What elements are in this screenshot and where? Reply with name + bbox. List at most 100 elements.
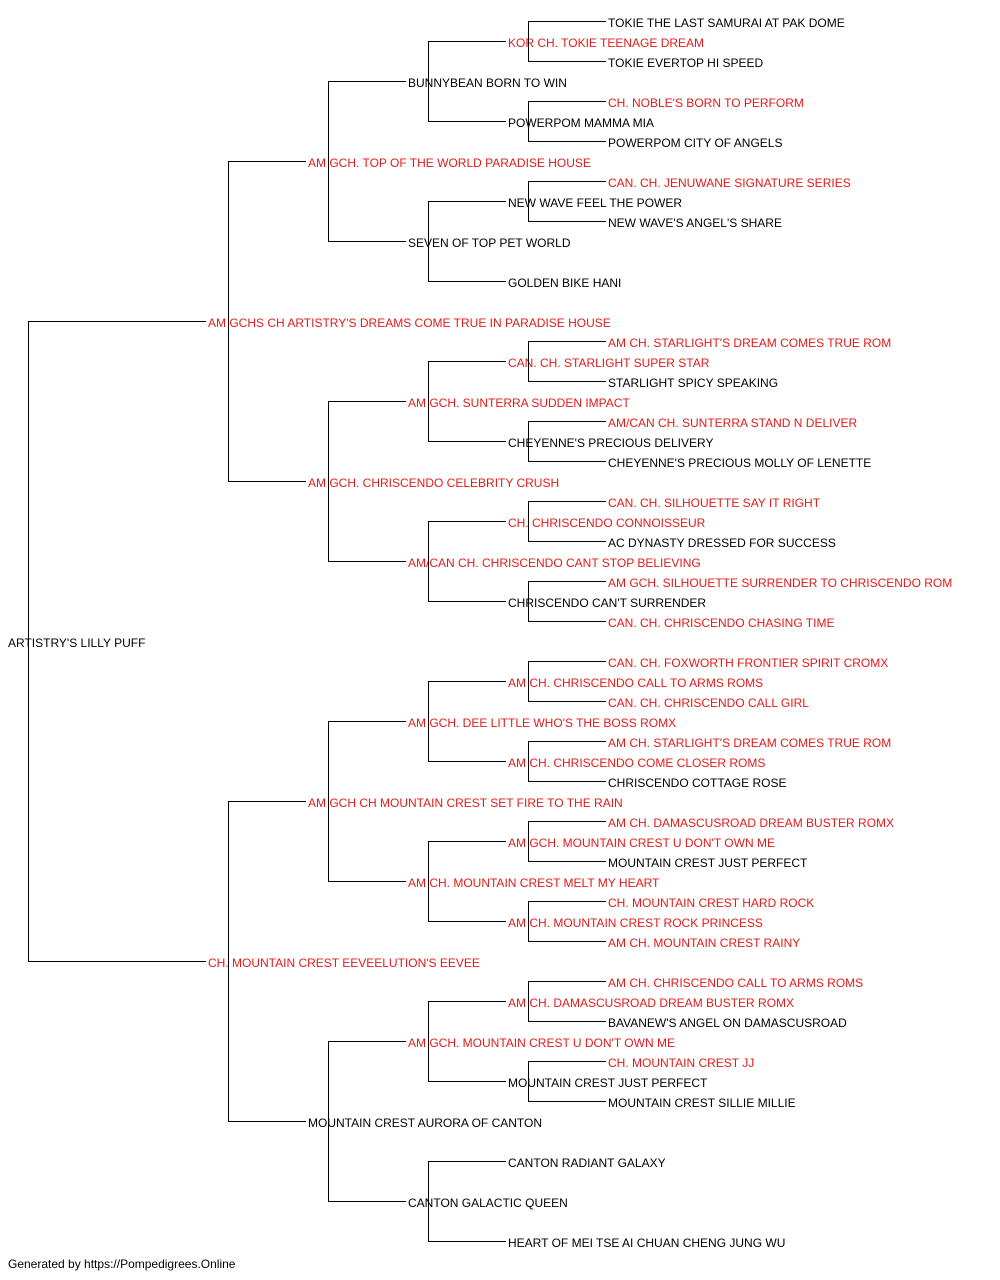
dog-name-dsddd: AM CH. MOUNTAIN CREST RAINY <box>608 936 801 950</box>
connector-line <box>228 161 229 482</box>
dog-name-sdss: CAN. CH. STARLIGHT SUPER STAR <box>508 356 710 370</box>
connector-line <box>428 361 429 442</box>
connector-line <box>428 1001 506 1002</box>
dog-name-ddss: AM CH. DAMASCUSROAD DREAM BUSTER ROMX <box>508 996 795 1010</box>
dog-name-d: CH. MOUNTAIN CREST EEVEELUTION'S EEVEE <box>208 956 480 970</box>
connector-line <box>528 661 529 702</box>
connector-line <box>228 481 306 482</box>
dog-name-sdds: CH. CHRISCENDO CONNOISSEUR <box>508 516 706 530</box>
connector-line <box>528 541 606 542</box>
connector-line <box>528 901 529 942</box>
connector-line <box>528 181 529 222</box>
dog-name-sssds: CH. NOBLE'S BORN TO PERFORM <box>608 96 804 110</box>
connector-line <box>28 961 206 962</box>
connector-line <box>528 741 606 742</box>
dog-name-dsdsd: MOUNTAIN CREST JUST PERFECT <box>608 856 808 870</box>
dog-name-ssdss: CAN. CH. JENUWANE SIGNATURE SERIES <box>608 176 851 190</box>
connector-line <box>228 801 306 802</box>
connector-line <box>528 1061 606 1062</box>
dog-name-sdssd: STARLIGHT SPICY SPEAKING <box>608 376 779 390</box>
dog-name-sss: BUNNYBEAN BORN TO WIN <box>408 76 567 90</box>
connector-line <box>528 581 606 582</box>
connector-line <box>528 941 606 942</box>
connector-line <box>328 81 406 82</box>
dog-name-ssdsd: NEW WAVE'S ANGEL'S SHARE <box>608 216 782 230</box>
connector-line <box>428 201 429 282</box>
dog-name-sssd: POWERPOM MAMMA MIA <box>508 116 655 130</box>
dog-name-sdsd: CHEYENNE'S PRECIOUS DELIVERY <box>508 436 714 450</box>
connector-line <box>328 1041 406 1042</box>
dog-name-dssds: AM CH. STARLIGHT'S DREAM COMES TRUE ROM <box>608 736 892 750</box>
connector-line <box>528 421 529 462</box>
connector-line <box>428 681 429 762</box>
dog-name-dddd: HEART OF MEI TSE AI CHUAN CHENG JUNG WU <box>508 1236 786 1250</box>
connector-line <box>428 1081 506 1082</box>
connector-line <box>528 861 606 862</box>
dog-name-sdsss: AM CH. STARLIGHT'S DREAM COMES TRUE ROM <box>608 336 892 350</box>
connector-line <box>528 621 606 622</box>
connector-line <box>528 101 606 102</box>
dog-name-dsss: AM CH. CHRISCENDO CALL TO ARMS ROMS <box>508 676 764 690</box>
connector-line <box>228 161 306 162</box>
connector-line <box>528 61 606 62</box>
dog-name-sdsdd: CHEYENNE'S PRECIOUS MOLLY OF LENETTE <box>608 456 872 470</box>
connector-line <box>528 381 606 382</box>
connector-line <box>528 981 606 982</box>
dog-name-ddsss: AM CH. CHRISCENDO CALL TO ARMS ROMS <box>608 976 864 990</box>
connector-line <box>528 581 529 622</box>
dog-name-ssdd: GOLDEN BIKE HANI <box>508 276 622 290</box>
dog-name-ssds: NEW WAVE FEEL THE POWER <box>508 196 683 210</box>
connector-line <box>28 321 206 322</box>
connector-line <box>328 81 329 242</box>
connector-line <box>528 461 606 462</box>
connector-line <box>528 21 529 62</box>
connector-line <box>528 21 606 22</box>
dog-name-ddssd: BAVANEW'S ANGEL ON DAMASCUSROAD <box>608 1016 847 1030</box>
dog-name-ss: AM GCH. TOP OF THE WORLD PARADISE HOUSE <box>308 156 591 170</box>
connector-line <box>528 101 529 142</box>
connector-line <box>428 521 506 522</box>
dog-name-dds: AM GCH. MOUNTAIN CREST U DON'T OWN ME <box>408 1036 675 1050</box>
connector-line <box>528 661 606 662</box>
connector-line <box>528 341 606 342</box>
connector-line <box>528 901 606 902</box>
connector-line <box>428 121 506 122</box>
connector-line <box>428 761 506 762</box>
connector-line <box>528 341 529 382</box>
footer-credit: Generated by https://Pompedigrees.Online <box>8 1257 236 1271</box>
connector-line <box>328 1201 406 1202</box>
dog-name-dssd: AM CH. CHRISCENDO COME CLOSER ROMS <box>508 756 766 770</box>
dog-name-ddds: CANTON RADIANT GALAXY <box>508 1156 666 1170</box>
connector-line <box>428 1161 506 1162</box>
dog-name-dd: MOUNTAIN CREST AURORA OF CANTON <box>308 1116 543 1130</box>
dog-name-sssdd: POWERPOM CITY OF ANGELS <box>608 136 783 150</box>
dog-name-ddsd: MOUNTAIN CREST JUST PERFECT <box>508 1076 708 1090</box>
connector-line <box>528 821 606 822</box>
dog-name-dsds: AM GCH. MOUNTAIN CREST U DON'T OWN ME <box>508 836 775 850</box>
connector-line <box>528 741 529 782</box>
connector-line <box>528 701 606 702</box>
dog-name-sddds: AM GCH. SILHOUETTE SURRENDER TO CHRISCEN… <box>608 576 953 590</box>
dog-name-dssss: CAN. CH. FOXWORTH FRONTIER SPIRIT CROMX <box>608 656 889 670</box>
connector-line <box>228 1121 306 1122</box>
connector-line <box>328 1041 329 1202</box>
connector-line <box>428 921 506 922</box>
dog-name-sdddd: CAN. CH. CHRISCENDO CHASING TIME <box>608 616 835 630</box>
dog-name-ddsds: CH. MOUNTAIN CREST JJ <box>608 1056 755 1070</box>
connector-line <box>528 981 529 1022</box>
connector-line <box>428 41 506 42</box>
dog-name-dsdss: AM CH. DAMASCUSROAD DREAM BUSTER ROMX <box>608 816 895 830</box>
dog-name-subject: ARTISTRY'S LILLY PUFF <box>8 636 146 650</box>
connector-line <box>428 681 506 682</box>
connector-line <box>528 141 606 142</box>
connector-line <box>28 321 29 962</box>
dog-name-dss: AM GCH. DEE LITTLE WHO'S THE BOSS ROMX <box>408 716 677 730</box>
connector-line <box>428 841 506 842</box>
connector-line <box>328 721 329 882</box>
connector-line <box>328 401 329 562</box>
connector-line <box>428 361 506 362</box>
dog-name-dsssd: CAN. CH. CHRISCENDO CALL GIRL <box>608 696 809 710</box>
dog-name-ds: AM GCH CH MOUNTAIN CREST SET FIRE TO THE… <box>308 796 623 810</box>
connector-line <box>428 1161 429 1242</box>
connector-line <box>528 181 606 182</box>
